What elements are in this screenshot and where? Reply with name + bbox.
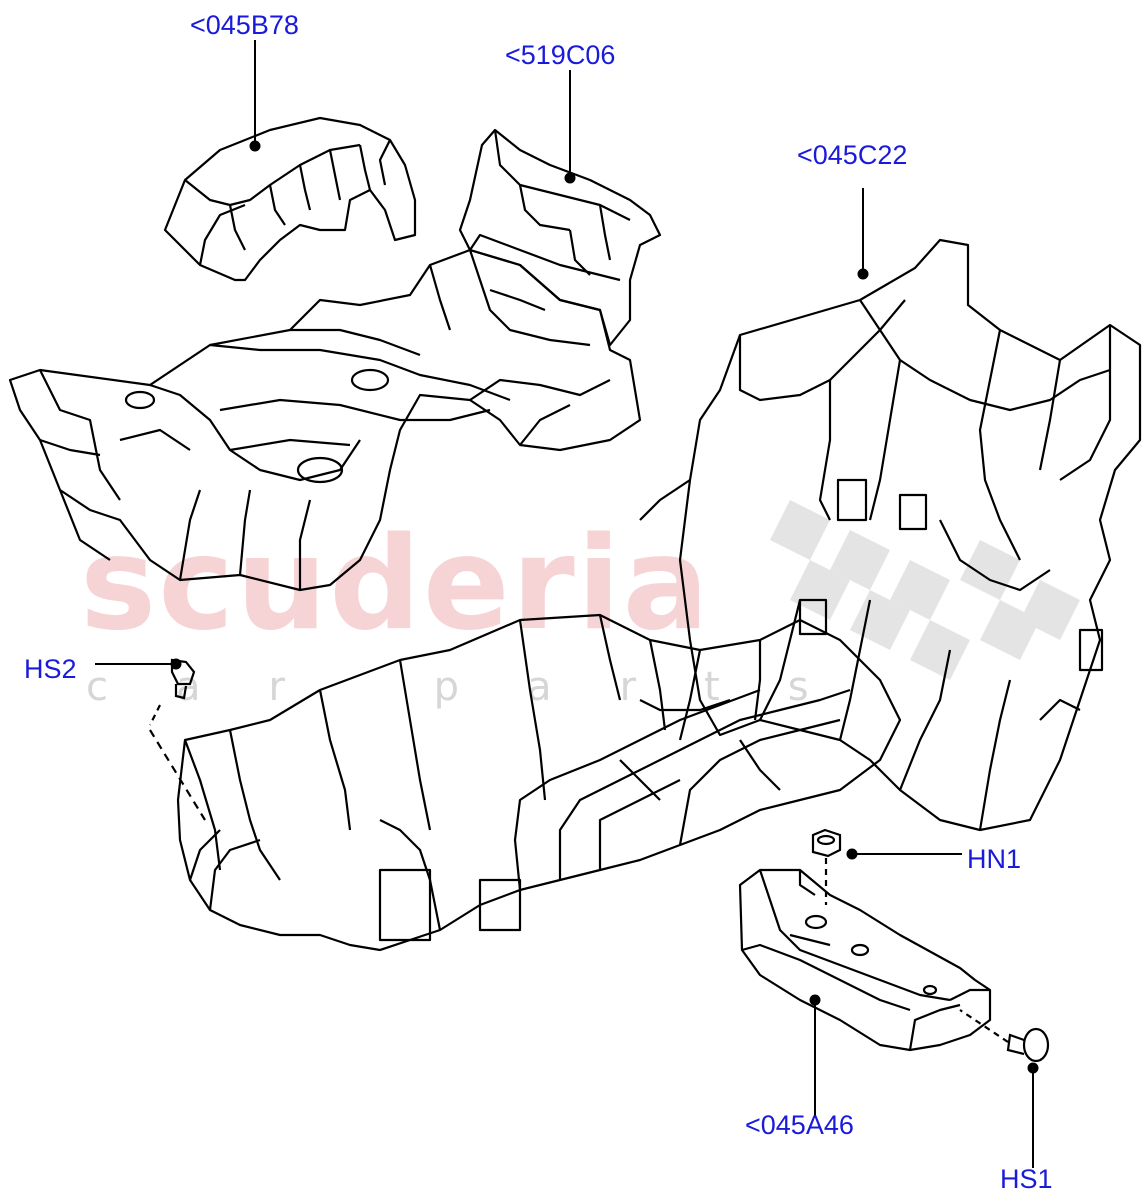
callout-045c22-label: <045C22 bbox=[797, 140, 908, 170]
callout-045a46-label: <045A46 bbox=[745, 1110, 854, 1140]
hs2-screw-part bbox=[149, 658, 206, 821]
callout-045b78-label: <045B78 bbox=[190, 10, 299, 40]
hn1-nut-part bbox=[811, 828, 842, 905]
callout-hs2-label: HS2 bbox=[24, 654, 77, 684]
mounting-bracket-part bbox=[738, 868, 992, 1052]
watermark-sub-text: car parts bbox=[86, 664, 877, 710]
callout-hn1-label: HN1 bbox=[967, 844, 1022, 874]
callout-519c06-label: <519C06 bbox=[505, 40, 616, 70]
leader-lines bbox=[95, 40, 1039, 1168]
hs1-screw-part bbox=[959, 1009, 1050, 1063]
callout-hs1-label: HS1 bbox=[1000, 1164, 1053, 1194]
rear-bulkhead-panel-part bbox=[458, 128, 662, 347]
rear-floor-assembly bbox=[8, 248, 642, 592]
wheel-arch-liner-part bbox=[163, 116, 417, 282]
floor-tunnel-part bbox=[176, 613, 902, 952]
